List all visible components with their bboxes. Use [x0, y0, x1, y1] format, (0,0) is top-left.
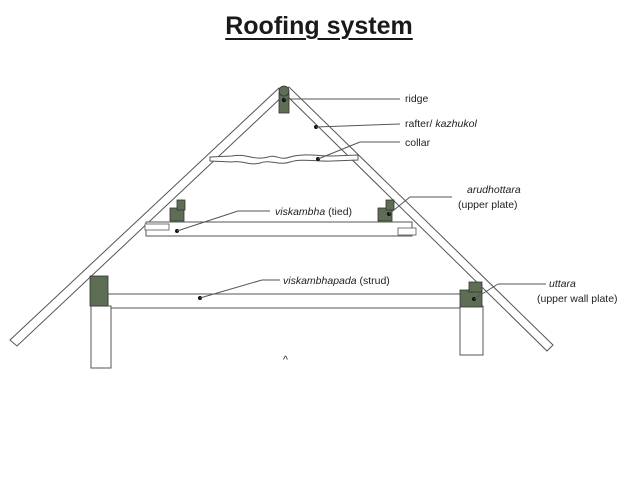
- right-wall-plate-cap: [468, 281, 483, 293]
- label-viskambhapada-local: viskambhapada: [283, 275, 357, 287]
- label-viskambha: viskambha (tied): [275, 206, 352, 218]
- label-viskambhapada: viskambhapada (strud): [283, 275, 390, 287]
- label-ridge: ridge: [405, 93, 429, 105]
- leader-rafter: [315, 123, 401, 128]
- right-upper-plate-cap: [385, 199, 395, 211]
- leader-collar: [317, 141, 361, 160]
- leader-uttara: [473, 283, 499, 300]
- upper-tie-right-joint: [397, 227, 417, 236]
- label-viskambha-note: (tied): [325, 206, 352, 218]
- label-viskambha-local: viskambha: [275, 206, 325, 218]
- ridge-cap: [278, 85, 290, 97]
- left-wall-plate: [89, 275, 109, 307]
- ridge-dot: [281, 97, 287, 103]
- collar-beam: [209, 154, 359, 165]
- label-uttara-note: (upper wall plate): [537, 293, 618, 305]
- label-arudhottara: arudhottara: [467, 184, 521, 196]
- lower-beam: [107, 293, 465, 309]
- label-viskambhapada-note: (strud): [357, 275, 390, 287]
- label-rafter: rafter/ kazhukol: [405, 118, 477, 130]
- right-wall: [459, 305, 484, 356]
- label-rafter-main: rafter/: [405, 118, 435, 130]
- label-arudhottara-note: (upper plate): [458, 199, 518, 211]
- caret-mark: ^: [283, 354, 288, 366]
- upper-tie-left-joint: [144, 223, 170, 231]
- label-rafter-local: kazhukol: [435, 118, 477, 130]
- slide-title: Roofing system: [225, 12, 413, 40]
- leader-arudhottara: [388, 196, 411, 215]
- left-upper-plate-cap: [176, 199, 186, 211]
- leader-viskambhapada: [199, 279, 263, 299]
- right-upper-plate: [377, 207, 393, 222]
- upper-tie-beam: [145, 221, 413, 237]
- leader-viskambha: [176, 210, 239, 232]
- right-wall-plate: [459, 289, 483, 308]
- label-uttara: uttara: [549, 278, 576, 290]
- left-wall: [90, 305, 112, 369]
- label-collar: collar: [405, 137, 431, 149]
